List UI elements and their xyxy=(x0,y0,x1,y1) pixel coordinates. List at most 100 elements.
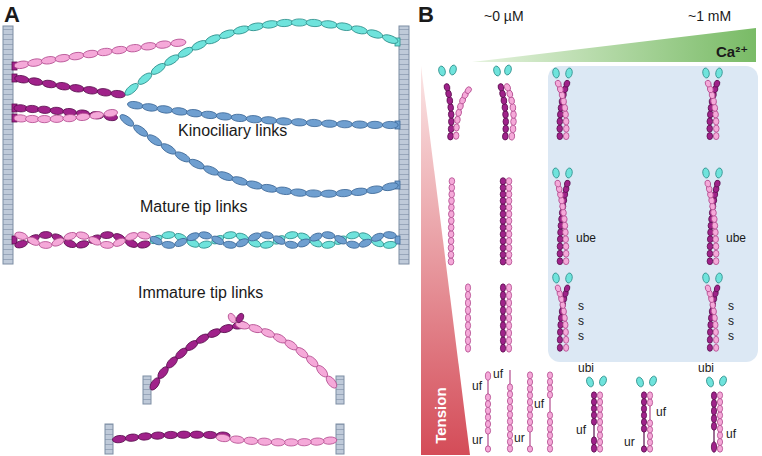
domain-bead xyxy=(218,28,236,40)
domain-bead xyxy=(449,197,455,204)
domain-bead xyxy=(336,22,353,32)
domain-bead xyxy=(141,42,157,51)
domain-bead xyxy=(507,397,512,404)
domain-bead xyxy=(507,384,512,391)
domain-bead xyxy=(717,439,722,446)
domain-bead xyxy=(260,231,274,240)
domain-bead xyxy=(557,328,562,335)
domain-bead xyxy=(707,344,712,351)
unfolded-segment xyxy=(529,432,530,446)
domain-bead xyxy=(449,178,455,185)
domain-bead xyxy=(38,115,52,122)
domain-bead xyxy=(381,181,399,191)
domain-bead xyxy=(561,215,567,222)
domain-bead xyxy=(527,392,532,399)
domain-bead xyxy=(110,90,125,99)
domain-bead xyxy=(126,44,142,53)
domain-bead xyxy=(557,118,563,125)
domain-bead xyxy=(597,405,602,412)
wedge-shape xyxy=(472,28,756,62)
domain-bead xyxy=(449,204,455,211)
domain-bead xyxy=(506,344,511,352)
domain-bead xyxy=(552,68,560,79)
domain-bead xyxy=(500,291,505,299)
domain-bead xyxy=(14,74,30,84)
domain-bead xyxy=(203,431,217,439)
domain-bead xyxy=(448,111,454,119)
domain-bead xyxy=(641,399,646,406)
domain-bead xyxy=(717,419,722,426)
domain-bead xyxy=(557,344,562,351)
domain-bead xyxy=(230,435,245,444)
domain-bead xyxy=(713,336,718,343)
domain-bead xyxy=(449,64,458,75)
domain-bead xyxy=(449,191,455,198)
state-label: ur xyxy=(624,436,635,450)
domain-bead xyxy=(711,415,716,423)
domain-bead xyxy=(500,184,506,191)
domain-bead xyxy=(647,420,652,427)
domain-bead xyxy=(127,100,144,110)
domain-bead xyxy=(118,113,135,129)
domain-bead xyxy=(547,378,552,385)
domain-bead xyxy=(506,291,511,299)
domain-bead xyxy=(562,314,568,322)
state-label: s xyxy=(578,315,584,329)
state-label: uf xyxy=(493,368,503,382)
unfolded-segment xyxy=(593,425,594,437)
domain-bead xyxy=(162,231,176,239)
domain-bead xyxy=(506,197,512,204)
domain-bead xyxy=(641,419,646,426)
domain-bead xyxy=(235,312,246,324)
domain-bead xyxy=(707,336,712,343)
domain-bead xyxy=(547,372,552,379)
domain-bead xyxy=(155,40,171,49)
domain-bead xyxy=(502,103,508,111)
domain-bead xyxy=(506,244,512,251)
domain-bead xyxy=(454,116,461,124)
domain-bead xyxy=(563,321,569,328)
tension-wedge: Tension xyxy=(420,66,471,455)
domain-bead xyxy=(717,392,722,399)
domain-bead xyxy=(448,251,454,258)
domain-bead xyxy=(554,284,561,292)
domain-bead xyxy=(502,132,508,140)
domain-bead xyxy=(707,118,713,125)
domain-bead xyxy=(702,68,710,79)
domain-bead xyxy=(597,412,602,419)
domain-bead xyxy=(448,118,454,125)
domain-bead xyxy=(506,299,511,307)
domain-bead xyxy=(333,234,348,246)
domain-bead xyxy=(231,114,247,123)
domain-bead xyxy=(351,24,368,35)
domain-bead xyxy=(14,60,30,70)
domain-bead xyxy=(500,299,505,307)
domain-bead xyxy=(506,237,512,244)
domain-bead xyxy=(507,418,512,425)
domain-bead xyxy=(715,273,723,284)
domain-bead xyxy=(507,425,512,432)
domain-bead xyxy=(453,132,459,139)
domain-bead xyxy=(713,236,719,243)
state-label: s xyxy=(578,300,584,314)
domain-bead xyxy=(448,104,454,112)
domain-bead xyxy=(506,329,511,337)
domain-bead xyxy=(37,106,51,114)
state-label: uf xyxy=(726,428,736,442)
domain-bead xyxy=(507,411,512,418)
domain-bead xyxy=(506,322,511,330)
domain-bead xyxy=(41,56,57,66)
domain-bead xyxy=(547,385,552,392)
membrane-bar xyxy=(336,424,344,454)
domain-bead xyxy=(500,244,506,251)
domain-bead xyxy=(712,111,718,119)
domain-bead xyxy=(90,111,104,120)
domain-bead xyxy=(704,180,711,188)
domain-bead xyxy=(713,258,719,265)
domain-bead xyxy=(210,234,225,246)
domain-bead xyxy=(305,190,322,198)
domain-bead xyxy=(597,399,602,406)
domain-bead xyxy=(527,412,532,419)
domain-bead xyxy=(527,399,532,406)
domain-bead xyxy=(506,258,512,265)
